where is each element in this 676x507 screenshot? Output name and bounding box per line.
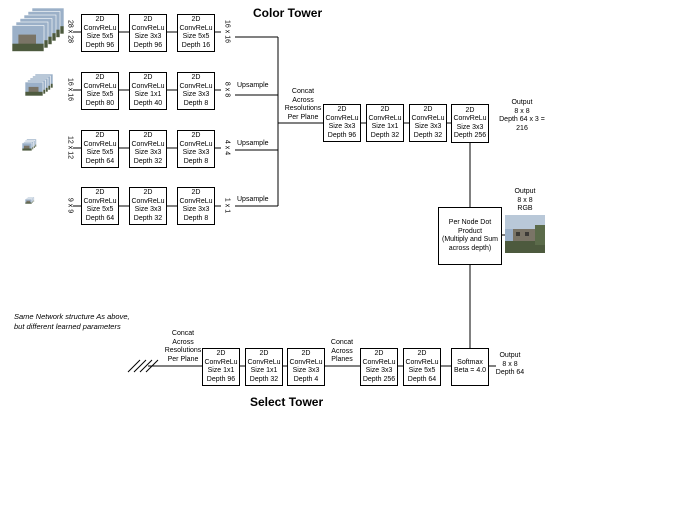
- output-size-label: 1 x 1: [223, 197, 231, 214]
- upsample-label: Upsample: [237, 196, 269, 203]
- upsample-label: Upsample: [237, 140, 269, 147]
- output-size-label: 8 x 8: [223, 81, 231, 98]
- input-size-label: 28 x 28: [66, 20, 74, 43]
- select-tower-note: Same Network structure As above,but diff…: [14, 312, 130, 331]
- input-image-stack-28: [12, 8, 65, 52]
- input-size-label: 9 x 9: [66, 197, 74, 214]
- output-size-label: 16 x 16: [223, 20, 231, 43]
- select-tower-title: Select Tower: [250, 395, 324, 409]
- input-image-stack-12: [22, 139, 37, 152]
- upsample-label: Upsample: [237, 82, 269, 89]
- input-image-stack-9: [25, 197, 35, 205]
- input-image-stack-16: [25, 74, 54, 97]
- input-size-label: 12 x 12: [66, 136, 74, 159]
- rgb-output-image: [505, 215, 545, 253]
- input-size-label: 16 x 16: [66, 78, 74, 101]
- output-size-label: 4 x 4: [223, 139, 231, 156]
- color-tower-title: Color Tower: [253, 6, 323, 20]
